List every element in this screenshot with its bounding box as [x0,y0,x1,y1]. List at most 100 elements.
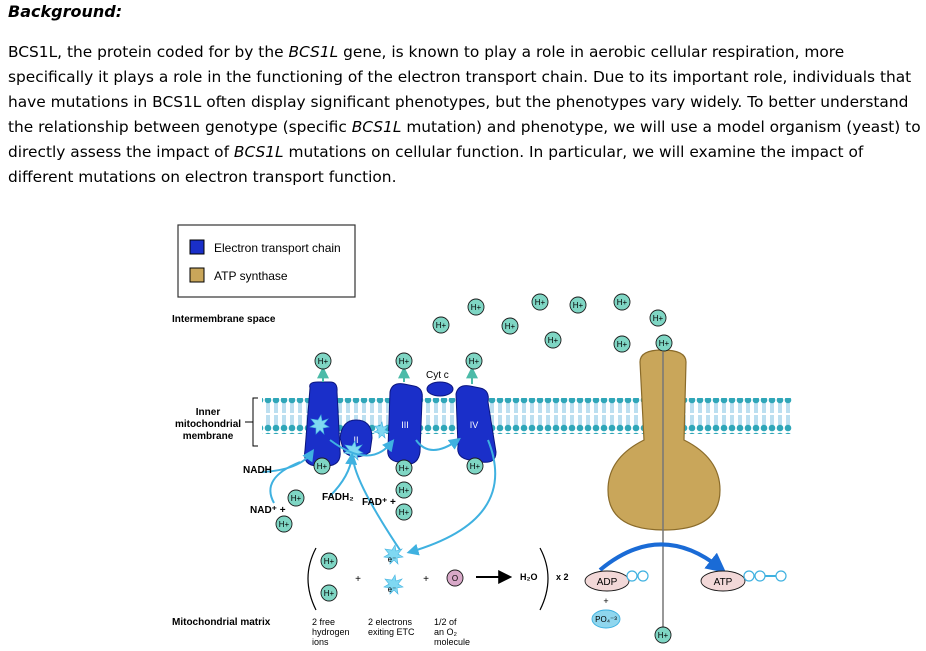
proton-icon: H+ [287,489,305,507]
inner-membrane-label: Inner [196,407,221,418]
gene-name: BCS1L [233,143,284,161]
proton-icon: H+ [395,459,413,477]
svg-text:H+: H+ [399,486,410,495]
complex-iii [387,383,423,465]
nad-label: NAD⁺ + [250,505,286,516]
proton-ions: H+ H+ H+ H+ H+ H+ H+ H+ H+ H+ H+ H+ H+ H… [275,293,673,644]
legend-atp-label: ATP synthase [214,269,288,283]
proton-icon: H+ [395,503,413,521]
atp-molecule [700,570,746,592]
proton-icon: H+ [501,317,519,335]
reaction-captions: 2 free hydrogen ions 2 electrons exiting… [312,617,470,647]
svg-text:H+: H+ [399,357,410,366]
proton-pump-arrows [317,366,478,384]
svg-text:H+: H+ [658,631,669,640]
legend-etc-label: Electron transport chain [214,241,341,255]
svg-text:H+: H+ [659,339,670,348]
svg-text:H+: H+ [317,462,328,471]
electron-spark-icon [383,544,404,565]
svg-text:H+: H+ [469,357,480,366]
proton-icon: H+ [314,352,332,370]
electron-sparks [309,414,390,461]
proton-icon: H+ [395,481,413,499]
atp-synthase [607,349,721,643]
phosphate-molecule [591,609,621,629]
proton-icon: H+ [613,293,631,311]
svg-text:+: + [603,596,608,606]
etc-complexes: II III IV Cyt c [304,370,497,467]
svg-text:H+: H+ [318,357,329,366]
svg-text:H+: H+ [291,494,302,503]
membrane-bracket [245,397,258,447]
fadh2-label: FADH₂ [322,492,354,503]
background-paragraph: BCS1L, the protein coded for by the BCS1… [8,40,923,190]
inner-membrane-label: mitochondrial [175,419,241,430]
svg-text:H+: H+ [436,321,447,330]
proton-icon: H+ [395,352,413,370]
svg-text:H+: H+ [471,303,482,312]
electron-label: e⁻ [388,585,397,594]
svg-text:an O₂: an O₂ [434,627,458,637]
electron-label: e⁻ [388,555,397,564]
water-label: H₂O [520,572,538,582]
gene-name: BCS1L [351,118,402,136]
svg-text:H+: H+ [548,336,559,345]
proton-icon: H+ [569,296,587,314]
proton-icon: H+ [320,584,338,602]
svg-text:molecule: molecule [434,637,470,647]
water-formation-reaction: + e⁻ e⁻ + O H₂O x 2 [307,544,569,611]
proton-icon: H+ [531,293,549,311]
complex-iv-label: IV [470,420,479,430]
electron-spark-icon [373,421,390,439]
svg-text:2 free: 2 free [312,617,335,627]
complex-iii-label: III [401,420,409,430]
svg-text:H+: H+ [399,464,410,473]
svg-text:H+: H+ [279,520,290,529]
gene-name: BCS1L [288,43,339,61]
svg-text:H+: H+ [324,557,335,566]
atp-production: ADP + PO₄⁻³ ATP [584,542,787,629]
svg-text:ions: ions [312,637,329,647]
proton-icon: H+ [655,334,673,352]
nadh-label: NADH [243,465,272,476]
proton-icon: H+ [467,298,485,316]
paragraph-text-4: mutations on cellular function. In parti… [8,143,864,186]
svg-text:H+: H+ [470,462,481,471]
proton-icon: H+ [613,335,631,353]
electron-spark-icon [309,414,330,435]
complex-ii-label: II [353,435,358,445]
proton-icon: H+ [654,626,672,644]
svg-text:H+: H+ [399,508,410,517]
background-heading: Background: [8,2,123,21]
svg-text:hydrogen: hydrogen [312,627,350,637]
fad-label: FAD⁺ + [362,497,396,508]
paragraph-text-3: mutation) and phenotype, we will use a m… [8,118,921,161]
electron-spark-icon [383,574,404,595]
paragraph-text-1: BCS1L, the protein coded for by the [8,43,289,61]
svg-text:+: + [423,574,429,585]
cytochrome-c [426,381,454,397]
svg-text:H+: H+ [535,298,546,307]
phosphate-label: PO₄⁻³ [595,615,617,624]
electron-flow-arrows [261,437,497,556]
oxygen-label: O [452,574,458,583]
svg-text:H+: H+ [617,340,628,349]
proton-icon: H+ [649,309,667,327]
oxygen-icon [446,569,464,587]
proton-icon: H+ [466,457,484,475]
mitochondrial-matrix-label: Mitochondrial matrix [172,617,271,628]
svg-text:+: + [355,574,361,585]
svg-text:exiting ETC: exiting ETC [368,627,415,637]
svg-text:2 electrons: 2 electrons [368,617,413,627]
complex-iv [455,385,497,463]
proton-icon: H+ [275,515,293,533]
adp-label: ADP [597,577,618,588]
cyt-c-label: Cyt c [426,370,449,381]
svg-text:H+: H+ [617,298,628,307]
svg-text:H+: H+ [653,314,664,323]
svg-text:H+: H+ [324,589,335,598]
paragraph-text-2: gene, is known to play a role in aerobic… [8,43,912,136]
times-two-label: x 2 [556,572,569,582]
inner-membrane [262,398,792,434]
proton-icon: H+ [313,457,331,475]
